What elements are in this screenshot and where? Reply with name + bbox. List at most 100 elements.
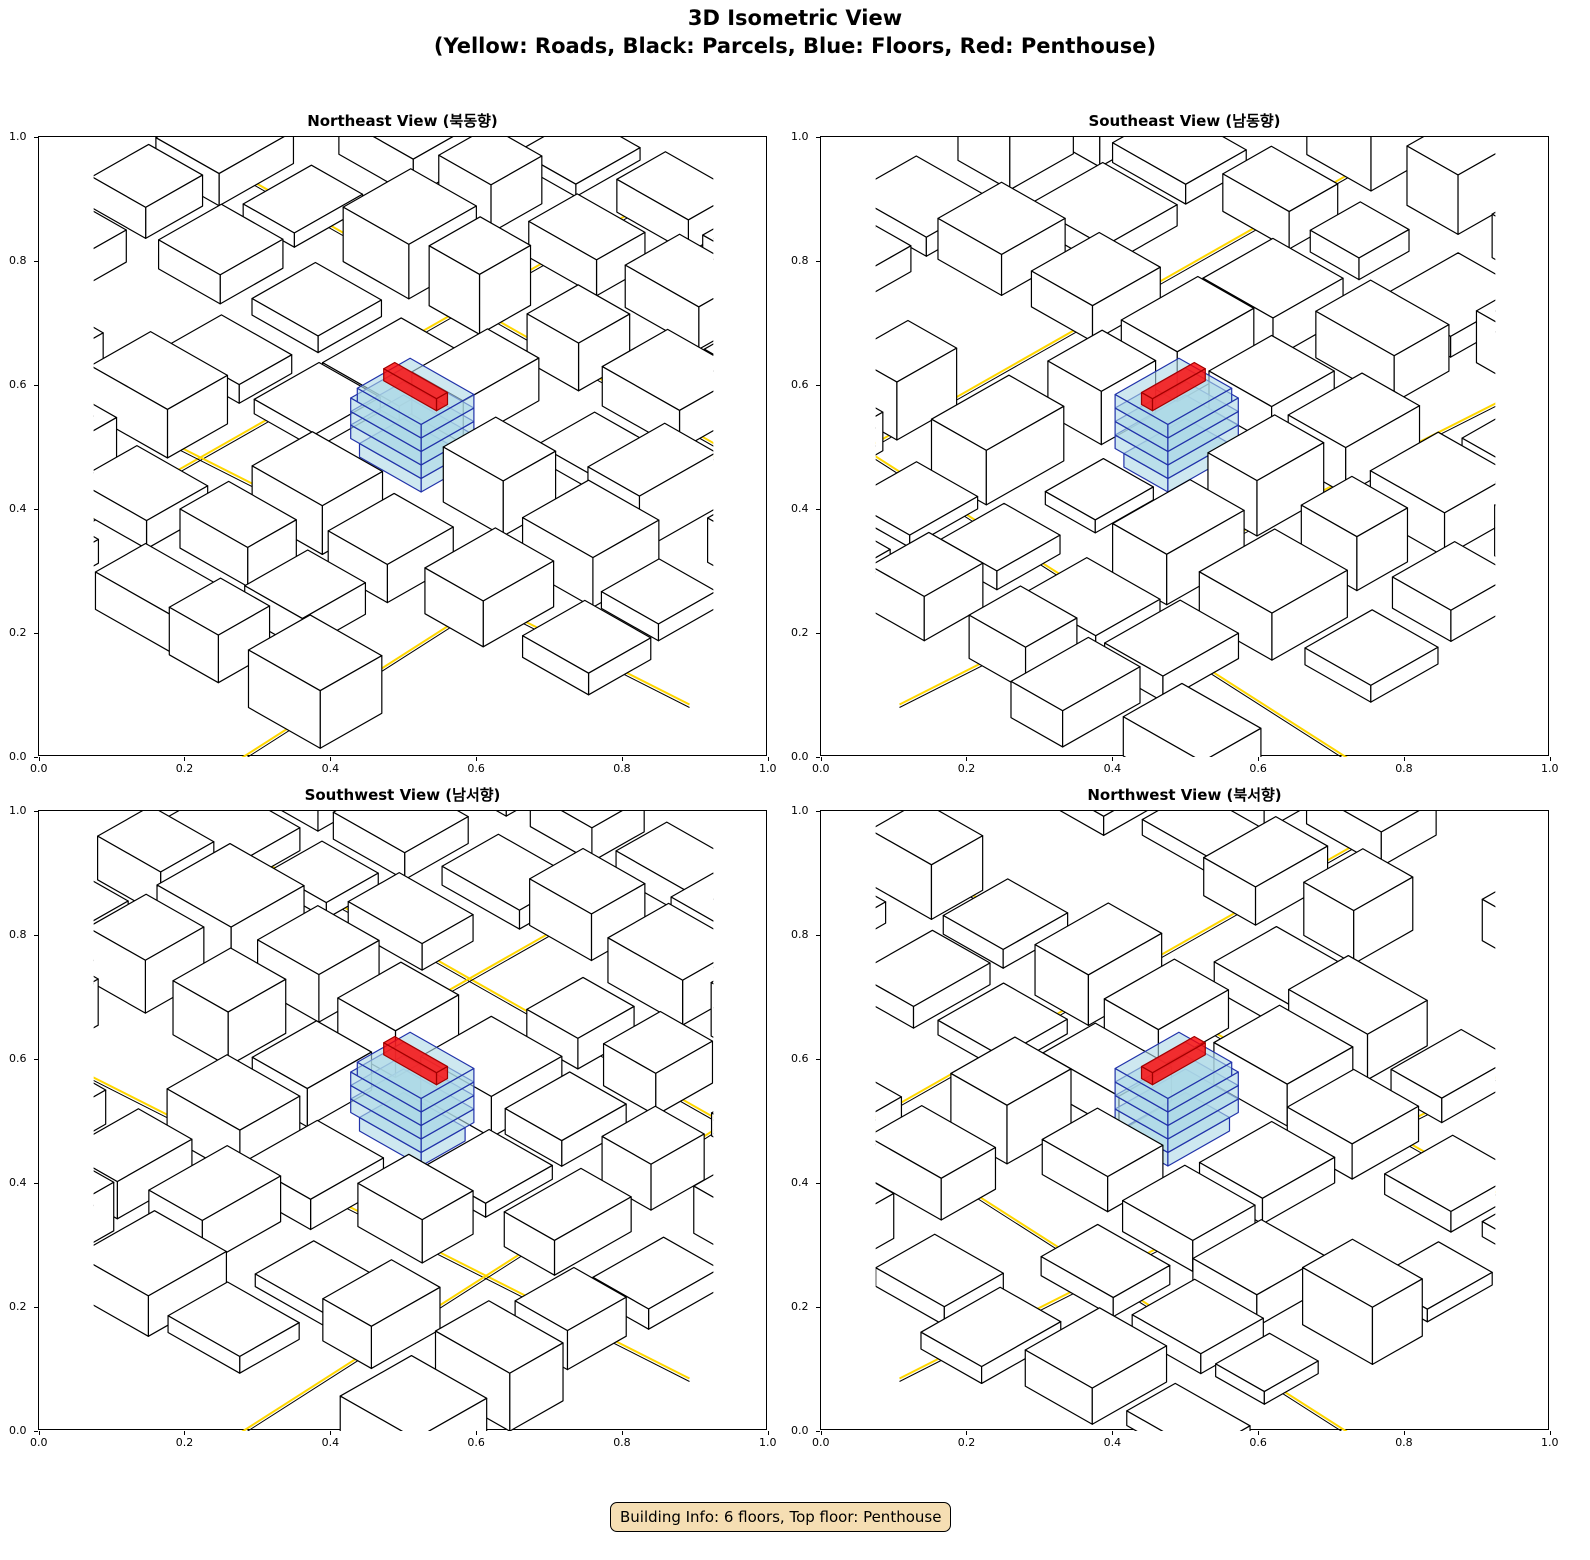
context-building-face (39, 898, 65, 977)
x-tick-label: 0.2 (175, 762, 194, 775)
x-tick-label: 0.0 (30, 762, 48, 775)
y-tick-label: 0.6 (791, 378, 809, 391)
floor-face (356, 387, 422, 439)
isometric-scene (93, 137, 714, 757)
context-building-face (93, 416, 118, 474)
context-building-face (521, 635, 590, 696)
y-tick-mark (34, 260, 38, 262)
context-building-face (1475, 310, 1496, 375)
context-building-face (1166, 509, 1245, 606)
context-building-face (912, 962, 991, 1029)
context-building-face (93, 1264, 149, 1337)
x-tick-label: 0.6 (467, 762, 485, 775)
context-building-face (1122, 682, 1262, 757)
context-building-face (896, 347, 958, 441)
context-building-face (504, 1107, 563, 1167)
figure-subtitle: (Yellow: Roads, Black: Parcels, Blue: Fl… (433, 34, 1157, 58)
context-building-face (875, 1192, 895, 1250)
context-building-face (821, 306, 875, 395)
x-tick-mark (1257, 757, 1259, 761)
y-tick-mark (816, 384, 820, 386)
context-building-face (1000, 217, 1066, 297)
context-building-face (875, 407, 884, 417)
y-tick-mark (816, 1430, 820, 1432)
context-building-face (601, 1135, 652, 1211)
x-tick-mark (966, 1431, 968, 1435)
context-building-face (1393, 324, 1450, 403)
context-building-face (821, 904, 829, 955)
context-building-face (1122, 716, 1196, 757)
context-building-face (93, 930, 146, 1014)
context-building-face (251, 465, 323, 556)
y-tick-mark (816, 1306, 820, 1308)
y-tick-mark (34, 756, 38, 758)
context-building-face (1006, 1068, 1072, 1165)
context-building-face (441, 865, 521, 930)
y-tick-label: 0.0 (9, 1424, 27, 1437)
context-building-face (1494, 504, 1496, 557)
x-tick-label: 0.8 (613, 1436, 631, 1449)
context-building-face (821, 242, 842, 311)
context-building-face (702, 228, 714, 242)
x-tick-label: 0.6 (467, 1436, 485, 1449)
y-tick-mark (34, 1430, 38, 1432)
x-tick-label: 0.4 (321, 1436, 340, 1449)
context-building-face (710, 980, 714, 985)
context-building-face (981, 1321, 1062, 1385)
context-building-face (1126, 1410, 1164, 1431)
context-building-face (1306, 137, 1372, 192)
y-tick-label: 1.0 (791, 130, 809, 143)
context-building-face (703, 343, 714, 356)
x-tick-label: 0.0 (812, 1436, 830, 1449)
context-building-face (93, 975, 99, 983)
panel-title-southeast: Southeast View (남동향) (1088, 112, 1281, 130)
context-building-face (703, 348, 714, 372)
y-tick-label: 0.4 (9, 502, 27, 515)
context-building-face (707, 517, 714, 567)
context-building-face (1002, 912, 1069, 969)
y-tick-label: 0.0 (9, 750, 27, 763)
context-building-face (923, 562, 984, 642)
context-building-face (957, 137, 1011, 191)
context-building-face (1494, 503, 1496, 507)
context-building-face (821, 1186, 839, 1269)
x-tick-mark (621, 757, 623, 761)
y-tick-mark (34, 810, 38, 812)
penthouse-face (1151, 368, 1206, 412)
context-building-face (1481, 1213, 1496, 1230)
x-tick-mark (184, 1431, 186, 1435)
y-tick-label: 0.4 (9, 1176, 27, 1189)
floor-face (1167, 1061, 1233, 1113)
y-tick-label: 1.0 (9, 130, 27, 143)
context-building-face (1126, 1382, 1251, 1431)
y-tick-mark (34, 632, 38, 634)
x-tick-mark (820, 757, 822, 761)
y-tick-label: 1.0 (9, 804, 27, 817)
x-tick-label: 0.8 (1395, 1436, 1413, 1449)
building-info-box: Building Info: 6 floors, Top floor: Pent… (610, 1502, 952, 1532)
context-building-face (875, 411, 884, 456)
context-building-face (1370, 646, 1439, 703)
context-building-face (157, 239, 221, 305)
context-building-face (1366, 999, 1428, 1081)
context-building-face (875, 245, 912, 293)
context-building-face (327, 530, 388, 604)
context-building-face (93, 538, 100, 567)
context-building-face (1457, 153, 1496, 235)
context-building-face (339, 1395, 403, 1431)
x-tick-label: 1.0 (759, 1436, 777, 1449)
context-building-face (1351, 1105, 1420, 1180)
y-tick-label: 0.0 (791, 750, 809, 763)
context-building-face (1261, 1156, 1336, 1225)
context-building-face (428, 245, 481, 335)
context-building-face (357, 1182, 423, 1264)
context-building-face (1263, 811, 1301, 832)
context-building-face (1062, 666, 1141, 748)
isometric-scene (821, 137, 1496, 757)
context-building-face (875, 540, 891, 559)
x-tick-label: 1.0 (1541, 762, 1559, 775)
